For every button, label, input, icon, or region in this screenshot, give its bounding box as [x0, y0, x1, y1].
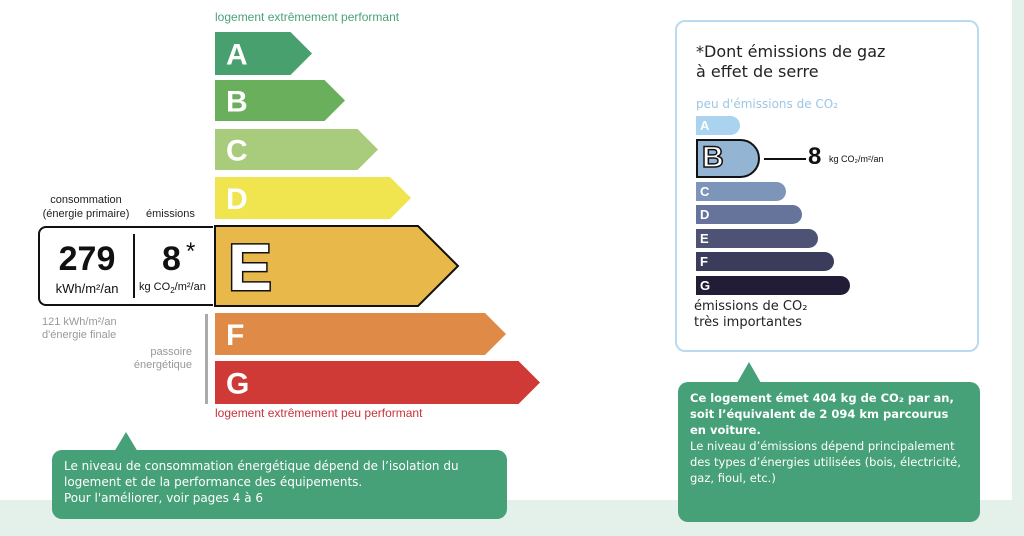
- passoire-bracket: [205, 314, 208, 404]
- bottom-performance-label: logement extrêmement peu performant: [215, 406, 423, 420]
- callout-text: Le niveau d’émissions dépend principalem…: [690, 439, 961, 485]
- co2-bottom-label: émissions de CO₂ très importantes: [694, 299, 808, 330]
- energy-class-letter: B: [226, 86, 248, 119]
- callout-pointer: [737, 362, 761, 383]
- final-energy-note: 121 kWh/m²/an d'énergie finale: [42, 316, 117, 341]
- co2-class-f-bar: F: [696, 252, 834, 271]
- energy-class-a-bar: [215, 32, 312, 75]
- unit-prefix: kg CO: [139, 281, 171, 293]
- box-divider: [133, 234, 135, 298]
- passoire-label: passoire énergétique: [133, 346, 192, 371]
- co2-class-a-bar: A: [696, 116, 740, 135]
- energy-class-c-bar: [215, 129, 378, 170]
- emissions-asterisk: *: [186, 238, 196, 265]
- emissions-unit: kg CO2/m²/an: [139, 281, 206, 295]
- unit-sub: 2: [170, 286, 175, 296]
- emissions-callout: Ce logement émet 404 kg de CO₂ par an, s…: [678, 382, 980, 522]
- value-box: [38, 226, 213, 306]
- co2-indicator-line: [764, 158, 806, 160]
- energy-class-f-bar: [215, 313, 506, 355]
- emissions-value: 8: [162, 240, 181, 278]
- energy-class-e-bar: [214, 225, 460, 307]
- callout-pointer: [114, 432, 138, 452]
- energy-class-letter: E: [228, 230, 272, 304]
- energy-class-b-bar: [215, 80, 345, 121]
- callout-text: Le niveau de consommation énergétique dé…: [64, 459, 459, 489]
- co2-class-d-bar: D: [696, 205, 802, 224]
- callout-bold-text: Ce logement émet 404 kg de CO₂ par an, s…: [690, 391, 954, 437]
- energy-class-letter: F: [226, 319, 244, 352]
- co2-class-e-bar: E: [696, 229, 818, 248]
- energy-class-letter: D: [226, 183, 248, 216]
- energy-class-d-bar: [215, 177, 411, 219]
- consumption-unit: kWh/m²/an: [55, 281, 119, 296]
- energy-class-g-bar: [215, 361, 540, 404]
- co2-panel: [675, 20, 979, 352]
- consumption-header: consommation (énergie primaire): [42, 194, 130, 220]
- energy-class-letter: G: [226, 368, 249, 401]
- top-performance-label: logement extrêmement performant: [215, 10, 400, 24]
- co2-class-c-bar: C: [696, 182, 786, 201]
- co2-class-b-bar: B: [696, 139, 760, 178]
- co2-class-g-bar: G: [696, 276, 850, 295]
- callout-text-2: Pour l'améliorer, voir pages 4 à 6: [64, 491, 264, 505]
- emissions-header: émissions: [146, 208, 195, 220]
- energy-class-letter: C: [226, 135, 248, 168]
- background-band-right: [1012, 0, 1024, 536]
- co2-panel-title: *Dont émissions de gaz à effet de serre: [696, 42, 886, 81]
- co2-value: 8: [808, 143, 822, 170]
- unit-suffix: /m²/an: [174, 281, 206, 293]
- energy-class-letter: A: [226, 39, 248, 72]
- consumption-callout: Le niveau de consommation énergétique dé…: [52, 450, 507, 519]
- consumption-value: 279: [58, 240, 116, 278]
- co2-unit: kg CO₂/m²/an: [829, 154, 884, 164]
- co2-top-label: peu d'émissions de CO₂: [696, 97, 839, 111]
